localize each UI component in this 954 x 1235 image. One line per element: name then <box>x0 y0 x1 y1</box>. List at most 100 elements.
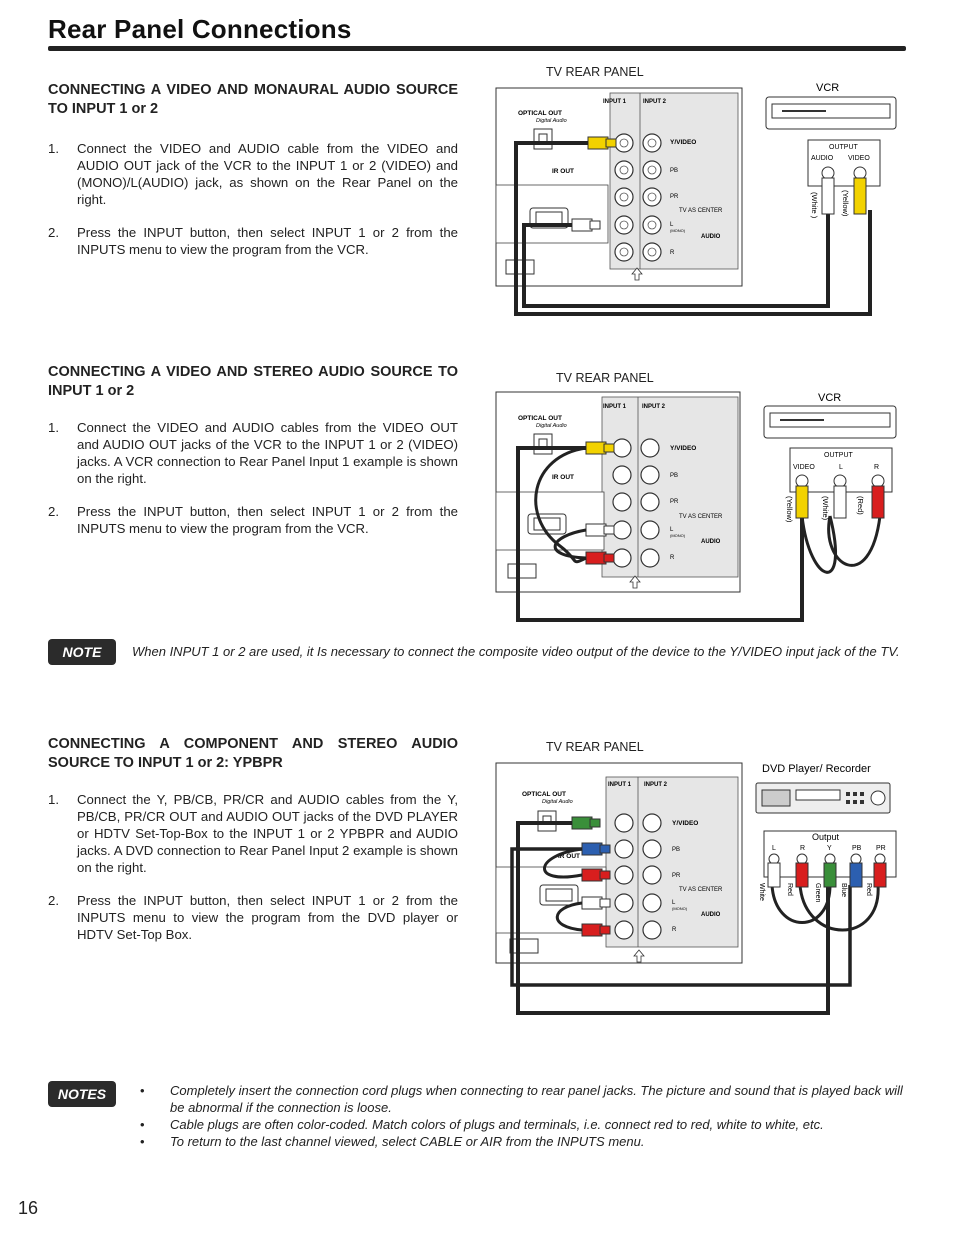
input2-label: INPUT 2 <box>642 404 666 410</box>
pr-label: PR <box>672 873 681 879</box>
output-label: Output <box>812 832 840 842</box>
audio-label: AUDIO <box>701 912 721 918</box>
ir-out-label: IR OUT <box>552 474 574 481</box>
section3-steps: 1.Connect the Y, PB/CB, PR/CR and AUDIO … <box>48 791 458 943</box>
input2-label: INPUT 2 <box>643 99 667 105</box>
l-label: L <box>670 222 674 228</box>
vcr-device <box>765 96 897 130</box>
list-item: •Completely insert the connection cord p… <box>140 1083 903 1115</box>
r-label: R <box>670 250 675 256</box>
section1-title: CONNECTING A VIDEO AND MONAURAL AUDIO SO… <box>48 82 458 117</box>
arrow-up-icon <box>631 267 643 281</box>
tv-as-center-label: TV AS CENTER <box>679 208 723 214</box>
ir-out-label: IR OUT <box>552 168 574 175</box>
section2-title: CONNECTING A VIDEO AND STEREO AUDIO SOUR… <box>48 364 458 399</box>
note-text: When INPUT 1 or 2 are used, it Is necess… <box>132 644 900 659</box>
section3-title: CONNECTING A COMPONENT AND STEREO AUDIO … <box>48 736 458 771</box>
tv-as-center-label: TV AS CENTER <box>679 514 723 520</box>
cable-color-red-2: Red <box>865 883 872 896</box>
cable-color-white: (White) <box>821 496 830 521</box>
y-video-label: Y/VIDEO <box>672 820 698 827</box>
page-number: 16 <box>18 1198 39 1218</box>
list-item: 2.Press the INPUT button, then select IN… <box>48 893 458 942</box>
list-item: 1.Connect the VIDEO and AUDIO cables fro… <box>48 420 458 486</box>
pb-label: PB <box>670 473 678 479</box>
audio-label: AUDIO <box>701 539 721 545</box>
l-label: L <box>670 527 674 533</box>
y-video-label: Y/VIDEO <box>670 445 696 452</box>
title-rule <box>48 46 906 51</box>
mono-label: (MONO) <box>670 533 686 538</box>
cable-color-white: White <box>758 883 765 901</box>
diagram-dvd-component: TV REAR PANEL OPTICAL OUT Digital Audio … <box>495 740 897 1015</box>
optical-out-label: OPTICAL OUT <box>522 791 566 798</box>
list-item: 1.Connect the VIDEO and AUDIO cable from… <box>48 141 458 207</box>
tv-as-center-label: TV AS CENTER <box>679 887 723 893</box>
digital-audio-label: Digital Audio <box>536 423 567 429</box>
jack-label-audio: AUDIO <box>811 155 834 162</box>
tv-rear-panel-label: TV REAR PANEL <box>556 371 654 385</box>
diagram-vcr-stereo: TV REAR PANEL OPTICAL OUT Digital Audio … <box>495 371 897 622</box>
notes-list: •Completely insert the connection cord p… <box>140 1082 908 1150</box>
cable-color-yellow: (Yellow) <box>785 496 794 523</box>
vcr-label: VCR <box>818 392 841 404</box>
section1-steps: 1.Connect the VIDEO and AUDIO cable from… <box>48 140 458 258</box>
arrow-up-icon <box>629 575 641 589</box>
output-label: OUTPUT <box>824 452 854 459</box>
list-item: 1.Connect the Y, PB/CB, PR/CR and AUDIO … <box>48 792 458 875</box>
cable-color-blue: Blue <box>840 883 847 897</box>
dvd-label: DVD Player/ Recorder <box>762 763 871 775</box>
digital-audio-label: Digital Audio <box>542 799 573 805</box>
input1-label: INPUT 1 <box>603 99 627 105</box>
l-label: L <box>672 900 676 906</box>
jack-label-pb: PB <box>852 845 862 852</box>
jack-label-l: L <box>839 464 843 471</box>
arrow-up-icon <box>633 949 645 963</box>
jack-label-r: R <box>874 464 879 471</box>
input-block <box>601 396 739 578</box>
pr-label: PR <box>670 499 679 505</box>
output-label: OUTPUT <box>829 144 859 151</box>
r-label: R <box>672 927 677 933</box>
note-badge: NOTE <box>48 639 116 665</box>
input-block <box>609 92 739 270</box>
digital-audio-label: Digital Audio <box>536 118 567 124</box>
input2-label: INPUT 2 <box>644 782 668 788</box>
cable-color-white: (White ) <box>810 192 819 219</box>
vcr-label: VCR <box>816 82 839 94</box>
mono-label: (MONO) <box>670 228 686 233</box>
jack-label-l: L <box>772 845 776 852</box>
y-video-label: Y/VIDEO <box>670 139 696 146</box>
pb-label: PB <box>670 168 678 174</box>
list-item: 2.Press the INPUT button, then select IN… <box>48 225 458 257</box>
jack-label-r: R <box>800 845 805 852</box>
tv-rear-panel-label: TV REAR PANEL <box>546 740 644 754</box>
list-item: 2.Press the INPUT button, then select IN… <box>48 504 458 536</box>
diagram-vcr-mono: TV REAR PANEL OPTICAL OUT Digital Audio … <box>495 65 897 316</box>
notes-badge: NOTES <box>48 1081 116 1107</box>
pb-label: PB <box>672 847 680 853</box>
cable-color-green: Green <box>814 883 821 903</box>
list-item: •Cable plugs are often color-coded. Matc… <box>140 1117 824 1132</box>
jack-label-video: VIDEO <box>793 464 815 471</box>
vcr-device <box>763 405 897 439</box>
pr-label: PR <box>670 194 679 200</box>
jack-label-pr: PR <box>876 845 886 852</box>
input1-label: INPUT 1 <box>608 782 632 788</box>
cable-color-red: Red <box>786 883 793 896</box>
ir-out-label: IR OUT <box>558 853 580 860</box>
page-title: Rear Panel Connections <box>48 14 352 44</box>
jack-label-video: VIDEO <box>848 155 870 162</box>
jack-label-y: Y <box>827 845 832 852</box>
audio-label: AUDIO <box>701 234 721 240</box>
section2-steps: 1.Connect the VIDEO and AUDIO cables fro… <box>48 419 458 537</box>
tv-rear-panel-label: TV REAR PANEL <box>546 65 644 79</box>
mono-label: (MONO) <box>672 906 688 911</box>
cable-color-red: (Red) <box>856 496 865 515</box>
r-label: R <box>670 555 675 561</box>
cable-color-yellow: (Yellow) <box>841 190 850 217</box>
input-block <box>605 776 739 948</box>
optical-out-label: OPTICAL OUT <box>518 415 562 422</box>
optical-out-label: OPTICAL OUT <box>518 110 562 117</box>
list-item: •To return to the last channel viewed, s… <box>140 1134 645 1149</box>
